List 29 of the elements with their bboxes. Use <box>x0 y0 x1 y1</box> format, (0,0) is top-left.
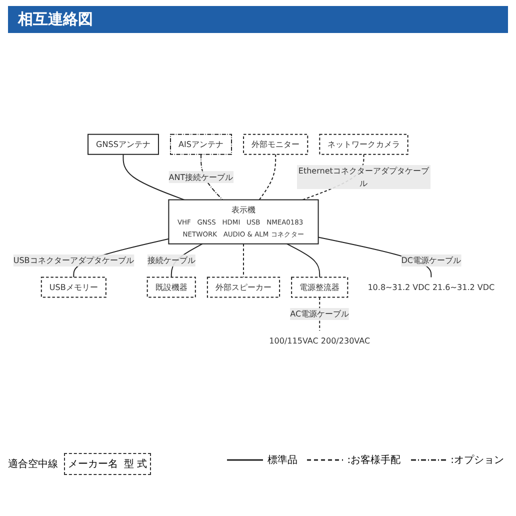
connector <box>258 154 276 201</box>
node-box: ネットワークカメラ <box>319 134 408 156</box>
table-header: メーカー名 <box>68 458 118 471</box>
node-box: AISアンテナ <box>170 134 232 156</box>
edge-label: DC電源ケーブル <box>401 256 462 266</box>
edge-label: Ethernetコネクターアダプタケーブル <box>298 166 430 188</box>
legend-text: :オプション <box>450 454 504 467</box>
node-text: 10.8~31.2 VDC 21.6~31.2 VDC <box>368 283 495 292</box>
node-box: 外部モニター <box>243 134 308 156</box>
table-header: 型 式 <box>124 458 148 471</box>
table-title: 適合空中線 <box>8 458 58 471</box>
node-text: 100/115VAC 200/230VAC <box>269 336 370 346</box>
node-box: 既設機器 <box>146 277 196 298</box>
connector <box>243 244 244 278</box>
node-box: 電源整流器 <box>291 277 348 298</box>
connector <box>122 154 185 201</box>
connector <box>319 297 320 332</box>
legend-text: 標準品 <box>267 454 298 467</box>
edge-label: ANT接続ケーブル <box>168 172 234 182</box>
edge-label: USBコネクターアダプタケーブル <box>13 256 134 266</box>
connector <box>200 154 224 201</box>
edge-label: 接続ケーブル <box>147 256 196 266</box>
node-box: 外部スピーカー <box>206 277 280 298</box>
legend-text: :お客様手配 <box>347 454 401 467</box>
connector <box>286 244 320 278</box>
title-banner: 相互連絡図 <box>8 6 508 33</box>
node-box: GNSSアンテナ <box>88 134 159 156</box>
edge-label: AC電源ケーブル <box>290 310 350 320</box>
node-box: USBメモリー <box>40 277 106 298</box>
